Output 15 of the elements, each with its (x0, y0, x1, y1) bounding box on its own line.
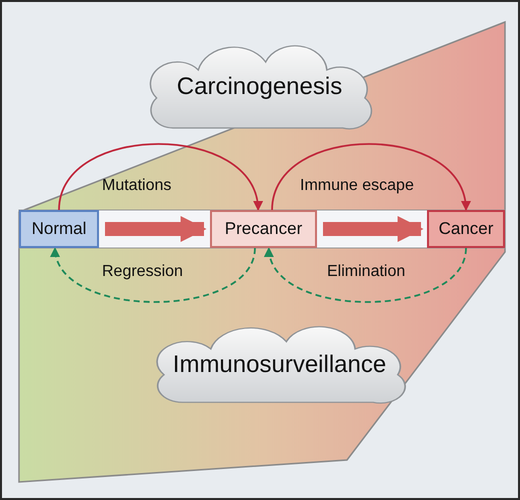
curved-arrow (266, 247, 467, 303)
stage-box: Cancer (427, 210, 505, 248)
block-arrow (323, 216, 424, 242)
edge-label: Elimination (327, 262, 406, 282)
curved-arrow (271, 143, 470, 211)
edge-label: Immune escape (300, 176, 414, 196)
curved-arrow (52, 247, 256, 303)
stage-box: Precancer (210, 210, 317, 248)
cloud-label: Immunosurveillance (172, 350, 386, 380)
edge-label: Mutations (102, 176, 172, 196)
stage-box: Normal (19, 210, 99, 248)
block-arrow (105, 216, 207, 242)
cloud-label: Carcinogenesis (176, 72, 342, 102)
edge-label: Regression (102, 262, 183, 282)
curved-arrow (58, 143, 262, 211)
